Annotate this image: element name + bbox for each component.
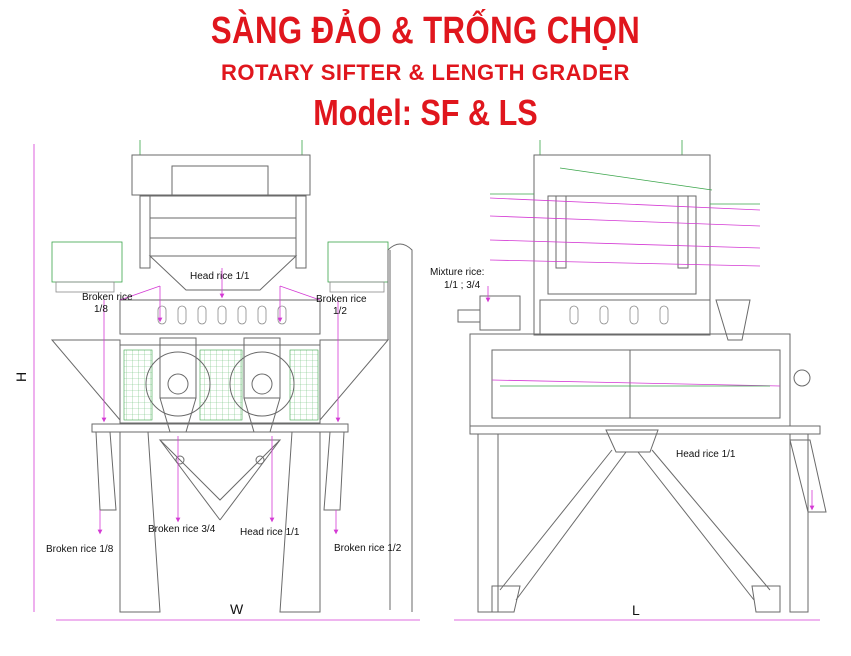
label-head-rice-side: Head rice 1/1: [676, 449, 736, 460]
dimension-w-label: W: [230, 601, 244, 617]
dimension-h-label: H: [13, 372, 29, 382]
front-view: H W Head rice 1/1 Broken rice 1/8 Broken…: [13, 140, 420, 621]
label-broken-12-top: Broken rice: [316, 294, 367, 305]
label-broken-12-top-ratio: 1/2: [333, 306, 347, 317]
label-broken-34: Broken rice 3/4: [148, 524, 216, 535]
label-broken-12-bottom: Broken rice 1/2: [334, 543, 402, 554]
label-broken-18-top: Broken rice: [82, 292, 133, 303]
side-view: L Mixture rice: 1/1 ; 3/4 Head rice 1/1: [430, 140, 827, 621]
dimension-l-label: L: [632, 602, 640, 618]
label-head-rice-bottom: Head rice 1/1: [240, 527, 300, 538]
title-english: ROTARY SIFTER & LENGTH GRADER: [221, 60, 630, 85]
label-broken-18-top-ratio: 1/8: [94, 304, 108, 315]
title-vietnamese: SÀNG ĐẢO & TRỐNG CHỌN: [210, 10, 641, 52]
label-head-rice-top: Head rice 1/1: [190, 271, 250, 282]
label-broken-18-bottom: Broken rice 1/8: [46, 544, 114, 555]
model-title: Model: SF & LS: [313, 92, 538, 133]
label-mixture-rice: Mixture rice:: [430, 267, 484, 278]
label-mixture-ratio: 1/1 ; 3/4: [444, 280, 481, 291]
